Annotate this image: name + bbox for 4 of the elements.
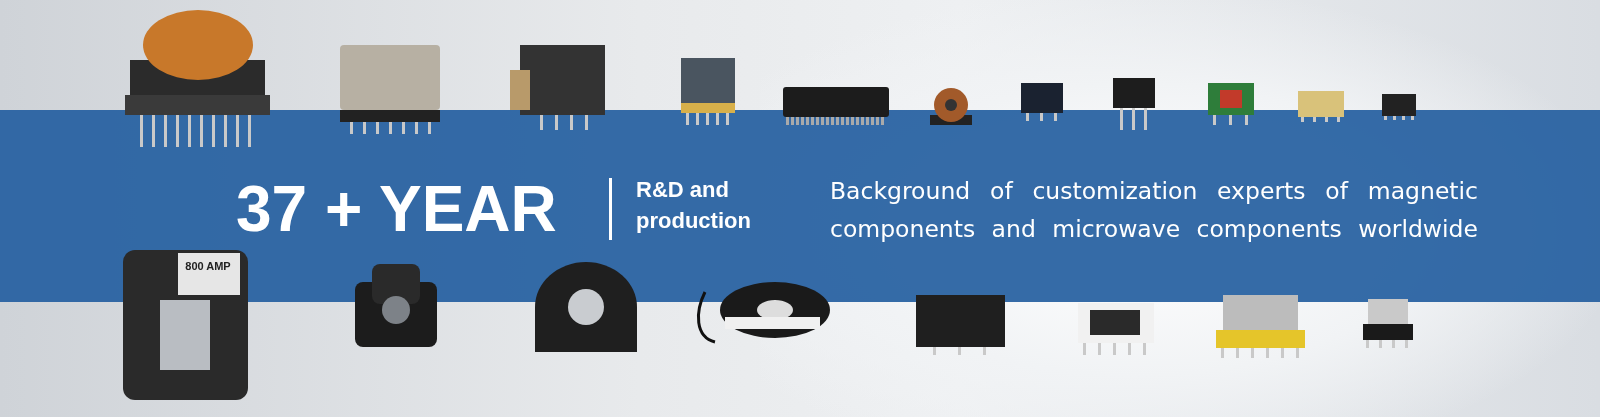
rating-label: 800 AMP — [184, 260, 232, 273]
headline-number: 37 + YEAR — [236, 174, 557, 244]
tagline: Background of customization experts of magnetic components and microwave components worldwide — [830, 176, 1478, 245]
subheading: R&D and production — [636, 176, 752, 235]
